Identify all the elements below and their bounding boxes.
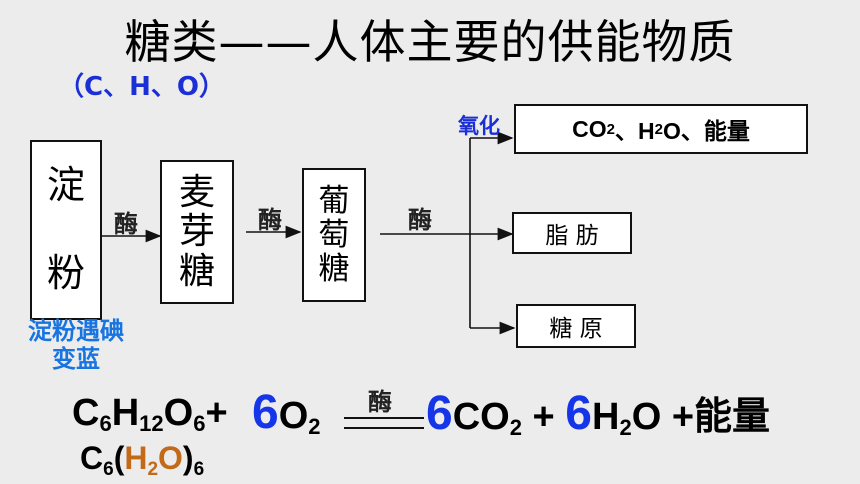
co2-text: CO [572,115,607,142]
eq-c-sub: 6 [99,411,112,436]
f2-close: ) [182,440,194,476]
maltose-char-2: 芽 [178,211,215,253]
h2o-sub: 2 [654,120,663,138]
starch-char-1: 淀 [46,163,85,208]
enzyme-label-3: 酶 [408,206,432,234]
eq-o: O [163,392,194,434]
h2o-coefficient: 6 [565,387,592,440]
f2-open: ( [113,440,125,476]
f2-c-sub: 6 [103,459,114,480]
box-starch: 淀 粉 [30,140,102,320]
h2o-sub-2: 2 [619,415,632,440]
eq-plus-2: + [532,396,555,438]
f2-o: O [158,440,183,476]
eq-c: C [72,392,100,434]
starch-char-2: 粉 [46,251,85,296]
fat-label: 脂 肪 [545,223,599,249]
glycogen-label: 糖 原 [549,316,603,342]
eq-plus: + [205,392,228,434]
enzyme-label-2: 酶 [258,206,282,234]
box-glycogen: 糖 原 [516,304,636,348]
eq-energy: +能量 [671,396,771,438]
glucose-char-3: 糖 [318,251,350,288]
co2-symbol: CO [452,396,510,438]
page-title: 糖类——人体主要的供能物质 [124,15,736,69]
energy-text: O、能量 [662,118,750,144]
h2o-text: 、H [614,118,655,144]
co2-coefficient: 6 [426,387,453,440]
h2o-o: O [631,396,662,438]
element-composition: （C、H、O） [58,72,225,102]
f2-c: C [80,440,104,476]
f2-n-sub: 6 [193,459,205,480]
oxygen-coefficient: 6 [252,386,279,439]
starch-note-line-1: 淀粉遇碘 [28,317,124,345]
co2-symbol-sub: 2 [509,415,522,440]
eq-o-sub: 6 [193,411,206,436]
oxygen-symbol: O [278,395,309,437]
eq-h: H [111,392,140,434]
starch-note-line-2: 变蓝 [52,344,100,373]
eq-h-sub: 12 [139,411,164,436]
products-term: 6CO2 + 6H2O +能量 [426,385,770,441]
f2-h: H [124,440,148,476]
enzyme-label-1: 酶 [114,210,138,238]
box-glucose: 葡 萄 糖 [302,168,366,302]
h2o-h: H [591,396,620,438]
glucose-char-2: 萄 [318,216,350,253]
co2-sub: 2 [606,120,615,138]
equation-enzyme-label: 酶 [368,388,392,416]
glucose-char-1: 葡 [318,182,350,219]
box-maltose: 麦 芽 糖 [160,160,234,304]
carbohydrate-general-formula: C6(H2O)6 [80,440,204,481]
maltose-char-3: 糖 [178,250,215,292]
oxygen-sub: 2 [308,414,321,439]
oxygen-term: 6O2 [252,385,321,440]
f2-h-sub: 2 [147,459,159,480]
box-fat: 脂 肪 [512,212,632,254]
starch-iodine-note: 淀粉遇碘 变蓝 [6,317,146,373]
oxidation-label: 氧化 [458,114,500,138]
maltose-char-1: 麦 [178,171,215,213]
glucose-formula: C6H12O6+ [72,392,228,437]
